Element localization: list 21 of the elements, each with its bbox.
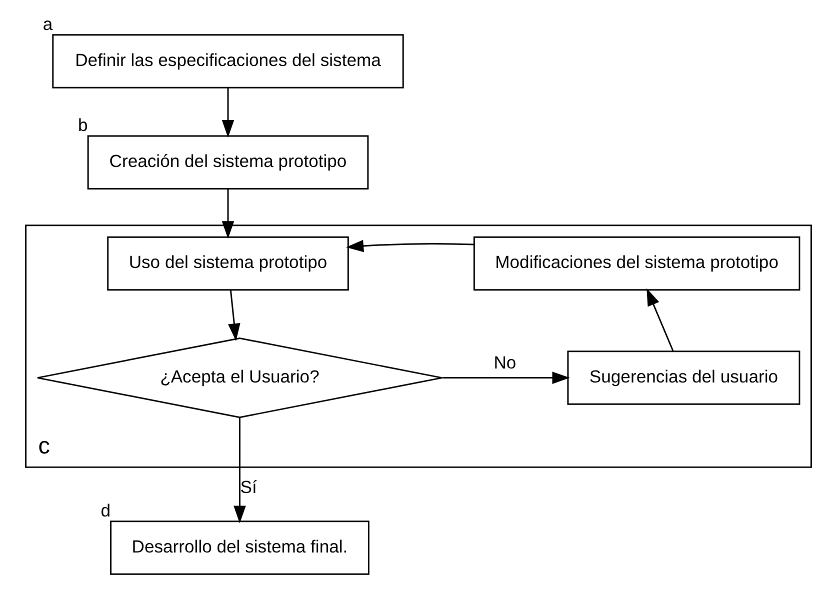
edge-label: Sí bbox=[240, 476, 257, 497]
node-label: a bbox=[42, 14, 53, 34]
node-diamond: ¿Acepta el Usuario? bbox=[36, 337, 443, 418]
node-box: Creación del sistema prototipo bbox=[87, 135, 369, 190]
node-box: Uso del sistema prototipo bbox=[107, 236, 349, 291]
node-box: Modificaciones del sistema prototipo bbox=[473, 236, 800, 291]
node-box: Sugerencias del usuario bbox=[567, 350, 800, 405]
edge-label: No bbox=[494, 352, 516, 372]
arrow bbox=[228, 290, 240, 342]
node-box: Desarrollo del sistema final. bbox=[110, 520, 370, 575]
arrow bbox=[222, 88, 234, 138]
node-label: c bbox=[38, 432, 50, 459]
arrow bbox=[346, 240, 474, 252]
arrow bbox=[442, 372, 570, 384]
node-label: d bbox=[100, 500, 111, 520]
node-label: b bbox=[78, 115, 88, 136]
node-box: Definir las especificaciones del sistema bbox=[52, 34, 404, 88]
arrow bbox=[222, 189, 234, 239]
arrow bbox=[234, 418, 246, 524]
cluster bbox=[25, 224, 812, 468]
arrow bbox=[646, 288, 674, 352]
